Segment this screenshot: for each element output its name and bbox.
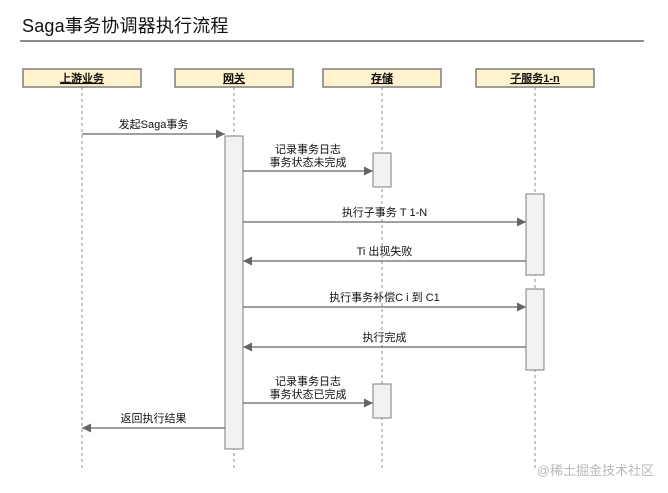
participant-subservice: 子服务1-n: [475, 68, 595, 88]
activation-bar-gateway: [224, 135, 244, 450]
activation-bar-subservice: [525, 193, 545, 276]
participant-label: 网关: [223, 71, 245, 85]
message-6: 执行完成: [243, 330, 526, 352]
message-label: 事务状态未完成: [270, 155, 347, 169]
message-label: 执行完成: [363, 330, 407, 344]
participant-box: [322, 68, 442, 88]
message-label: 返回执行结果: [121, 411, 187, 425]
activation-bars: [224, 135, 545, 450]
participants: 上游业务 网关 存储 子服务1-n: [22, 68, 595, 88]
activation-bar-storage: [372, 383, 392, 419]
page-title: Saga事务协调器执行流程: [22, 16, 229, 36]
participant-label: 上游业务: [60, 71, 105, 85]
message-4: Ti 出现失败: [243, 244, 526, 266]
participant-gateway: 网关: [174, 68, 294, 88]
participant-label: 存储: [371, 71, 393, 85]
message-label: Ti 出现失败: [357, 244, 413, 258]
message-8: 返回执行结果: [82, 411, 225, 433]
activation-bar-storage: [372, 152, 392, 188]
participant-box: [22, 68, 142, 88]
activation-bar-subservice: [525, 288, 545, 371]
participant-box: [174, 68, 294, 88]
participant-label: 子服务1-n: [510, 71, 560, 85]
message-label: 记录事务日志: [275, 143, 341, 156]
message-3: 执行子事务 T 1-N: [243, 205, 526, 227]
message-1: 发起Saga事务: [82, 117, 225, 139]
title-divider: [20, 40, 644, 42]
watermark: @稀土掘金技术社区: [536, 463, 654, 478]
participant-box: [475, 68, 595, 88]
message-label: 发起Saga事务: [119, 117, 189, 131]
message-label: 事务状态已完成: [270, 387, 347, 401]
message-label: 执行子事务 T 1-N: [342, 205, 427, 219]
message-label: 执行事务补偿C i 到 C1: [329, 290, 440, 304]
message-label: 记录事务日志: [275, 375, 341, 388]
participant-storage: 存储: [322, 68, 442, 88]
participant-upstream: 上游业务: [22, 68, 142, 88]
message-5: 执行事务补偿C i 到 C1: [243, 290, 526, 312]
